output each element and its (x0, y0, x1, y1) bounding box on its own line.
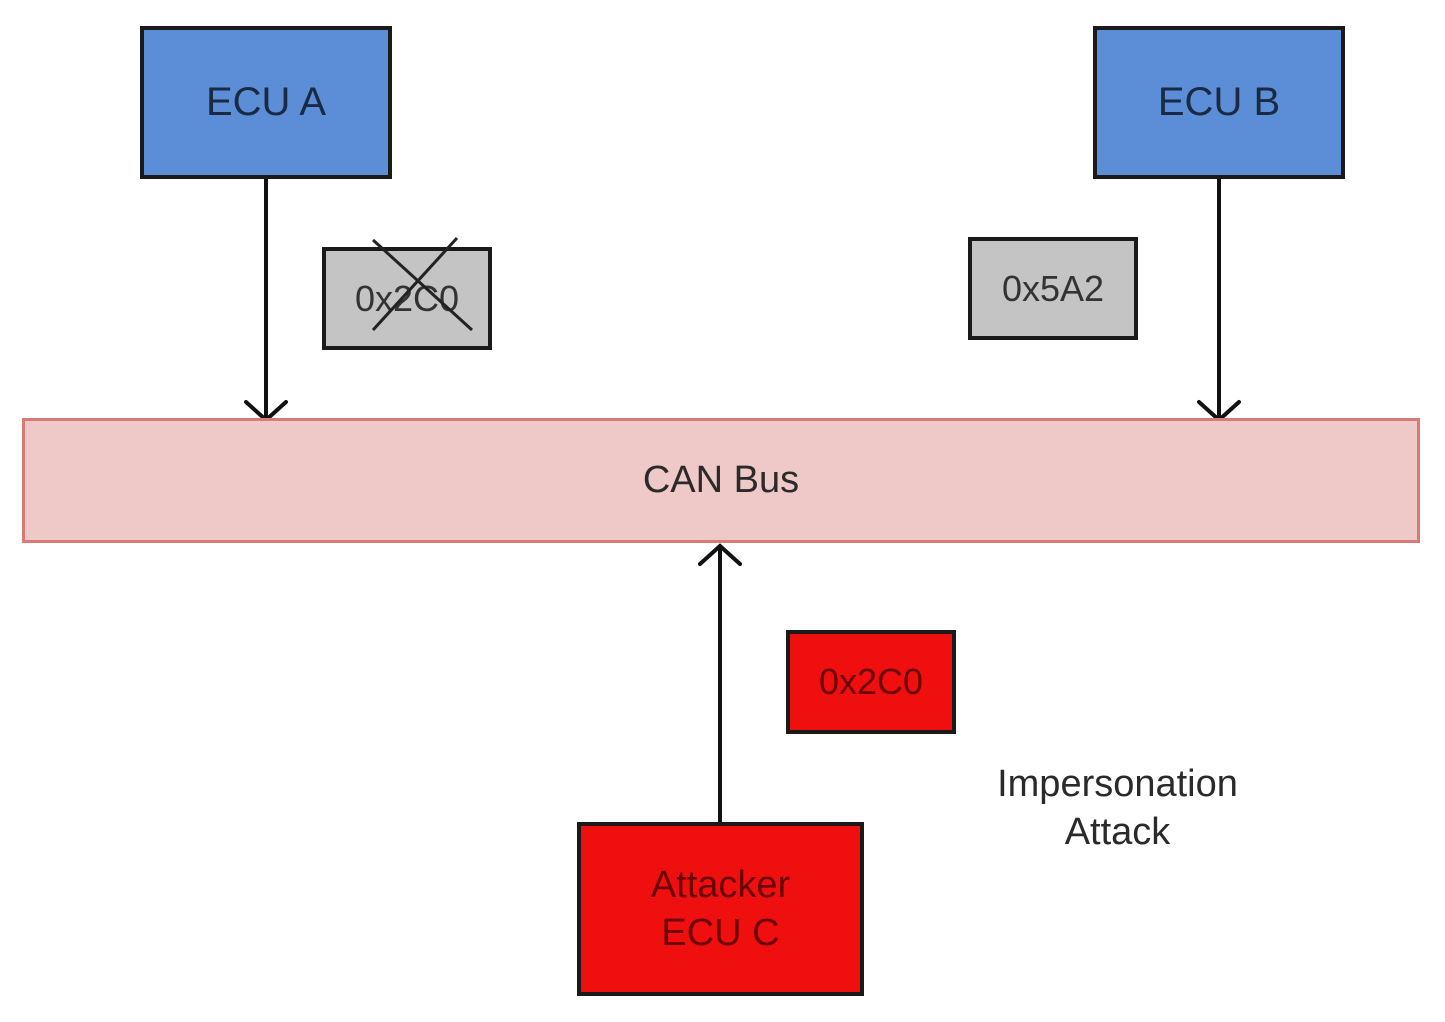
blocked-message-id: 0x2C0 (354, 277, 460, 319)
ecu-b-to-bus-arrow (1197, 177, 1241, 423)
can-bus: CAN Bus (22, 418, 1420, 543)
attacker-to-bus-arrow (698, 543, 742, 824)
ecu-a-to-bus-arrow (244, 177, 288, 423)
attack-label-line2: Attack (1064, 811, 1171, 853)
attacker-label-line2: ECU C (661, 912, 780, 954)
attack-message-id: 0x2C0 (818, 661, 924, 702)
ecu-b-message-id: 0x5A2 (1001, 267, 1105, 309)
attacker-ecu-c-box: Attacker ECU C (577, 822, 864, 996)
ecu-b-label: ECU B (1157, 80, 1281, 124)
attack-message-box: 0x2C0 (786, 630, 956, 734)
attacker-label-line1: Attacker (650, 864, 791, 906)
blocked-message-box: 0x2C0 (322, 247, 492, 350)
impersonation-attack-label: Impersonation Attack (960, 760, 1275, 856)
ecu-a-label: ECU A (205, 80, 327, 124)
ecu-a-box: ECU A (140, 26, 392, 179)
attack-label-line1: Impersonation (997, 763, 1238, 805)
ecu-b-box: ECU B (1093, 26, 1345, 179)
can-bus-label: CAN Bus (642, 459, 800, 501)
ecu-b-message-box: 0x5A2 (968, 237, 1138, 340)
